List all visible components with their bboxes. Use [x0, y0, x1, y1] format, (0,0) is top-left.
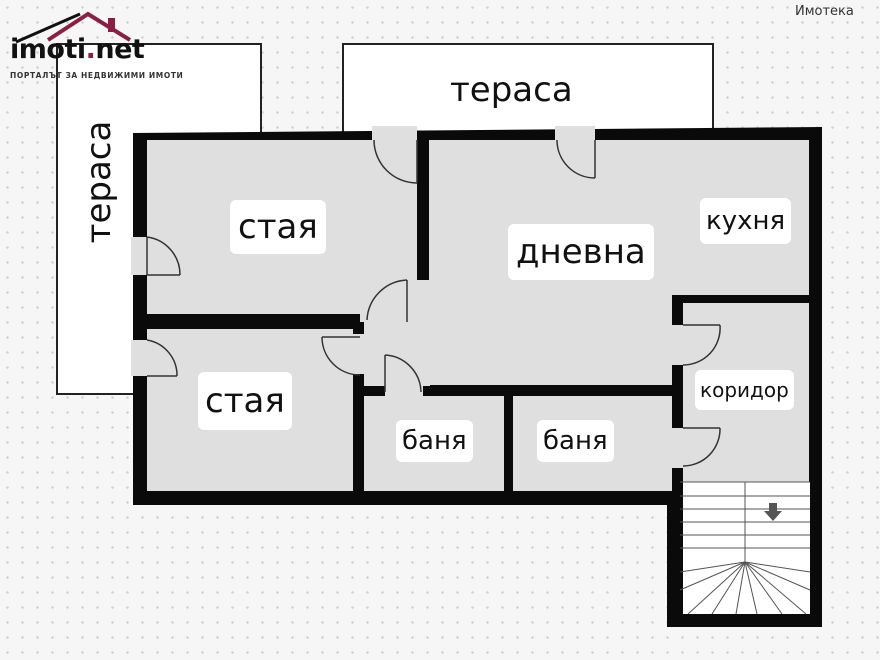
living-label: дневна: [508, 224, 654, 280]
wall-baths-top: [360, 386, 678, 396]
hall-floor: [360, 322, 430, 387]
door-corridor-upper: [670, 324, 721, 366]
room-upper-label: стая: [230, 200, 326, 254]
wall-room-lower-right: [353, 322, 364, 494]
room-lower-label: стая: [198, 372, 292, 430]
house-roof-icon: [15, 11, 132, 44]
wall-corridor-top: [672, 295, 812, 303]
door-bath-left: [384, 354, 423, 397]
stairs: [679, 481, 811, 615]
door-terrace-top-left: [372, 126, 418, 184]
arrow-down-icon: [764, 503, 782, 521]
kitchen-label: кухня: [700, 198, 792, 244]
watermark: Имотека: [795, 4, 854, 19]
terrace-left-label: тераса: [79, 120, 119, 244]
wall-rooms-divider: [140, 314, 360, 329]
door-terrace-top-right: [555, 126, 596, 179]
logo-wordmark: imoti.net: [10, 34, 145, 65]
logo: [8, 8, 178, 88]
bath-right-label: баня: [537, 420, 614, 462]
door-room-upper: [366, 279, 429, 322]
logo-tagline: ПОРТАЛЪТ ЗА НЕДВИЖИМИ ИМОТИ: [10, 71, 184, 80]
bath-left-label: баня: [396, 420, 473, 462]
door-room-lower: [321, 334, 364, 376]
door-terrace-left-lower: [131, 339, 178, 377]
door-terrace-left-upper: [131, 236, 181, 276]
door-corridor-lower: [670, 427, 721, 468]
terrace-top-label: тераса: [450, 70, 573, 110]
terrace-top: [342, 43, 714, 135]
corridor-label: коридор: [695, 370, 794, 410]
wall-room-upper-right: [417, 138, 429, 322]
wall-baths-divider: [504, 390, 513, 494]
